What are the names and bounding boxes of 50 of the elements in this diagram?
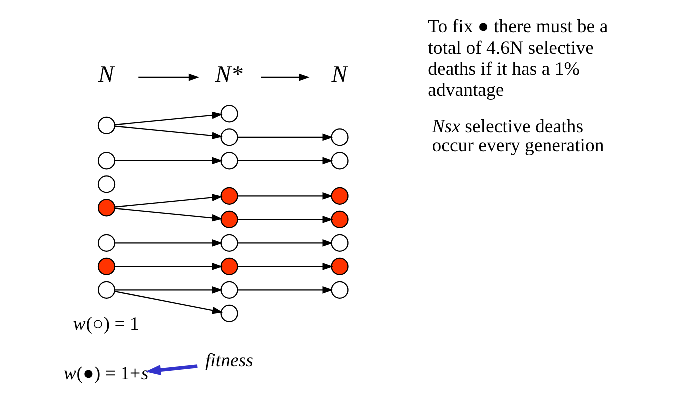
node-circle bbox=[97, 176, 116, 194]
arrow bbox=[237, 286, 333, 294]
node-circle bbox=[220, 105, 238, 123]
arrow bbox=[114, 262, 222, 270]
node-circle bbox=[97, 199, 116, 217]
node-circle bbox=[330, 258, 348, 276]
node-circle bbox=[97, 258, 116, 276]
node-circle bbox=[330, 152, 348, 170]
arrow bbox=[237, 134, 333, 142]
arrow bbox=[114, 239, 222, 247]
node-text: N bbox=[98, 62, 114, 88]
arrow bbox=[114, 126, 222, 140]
arrow bbox=[114, 157, 222, 165]
node-circle bbox=[220, 128, 238, 146]
node-circle bbox=[97, 281, 116, 299]
node-text: N* bbox=[214, 62, 242, 88]
arrow bbox=[145, 364, 198, 376]
node-text: N bbox=[331, 62, 347, 88]
label: w(○) = 1 bbox=[72, 314, 139, 335]
arrow bbox=[237, 262, 333, 270]
arrow bbox=[237, 239, 333, 247]
node-circle bbox=[97, 152, 116, 170]
node-circle bbox=[220, 304, 238, 322]
arrow bbox=[114, 194, 222, 208]
arrow bbox=[114, 208, 222, 222]
node-circle bbox=[220, 258, 238, 276]
node-circle bbox=[220, 152, 238, 170]
arrow bbox=[114, 112, 222, 126]
node-circle bbox=[97, 234, 116, 252]
node-circle bbox=[330, 187, 348, 205]
arrow bbox=[114, 286, 222, 294]
node-circle bbox=[330, 128, 348, 146]
node-text: fitness bbox=[204, 350, 253, 372]
node-circle bbox=[220, 234, 238, 252]
node-circle bbox=[330, 210, 348, 228]
node-circle bbox=[220, 187, 238, 205]
node-text: w(●) = 1+s bbox=[63, 363, 148, 384]
label: Nsx selective deaths occur every generation bbox=[432, 116, 604, 156]
arrow bbox=[237, 216, 333, 224]
arrow bbox=[114, 291, 223, 314]
arrow bbox=[237, 157, 333, 165]
arrow bbox=[237, 192, 333, 200]
arrow bbox=[260, 74, 310, 82]
node-circle bbox=[220, 210, 238, 228]
node-circle bbox=[330, 281, 348, 299]
node-circle bbox=[97, 116, 116, 134]
label: To fix ● there must be a total of 4.6N selective deaths if it has a 1% advantage bbox=[428, 16, 608, 102]
node-circle bbox=[330, 234, 348, 252]
node-circle bbox=[220, 281, 238, 299]
arrow bbox=[138, 74, 199, 82]
